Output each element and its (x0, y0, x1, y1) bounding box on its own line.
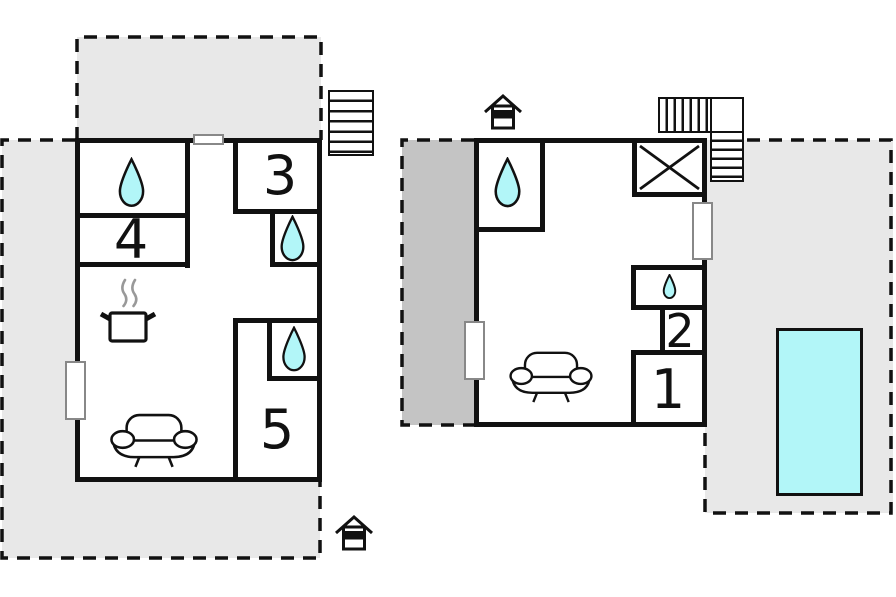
wall (631, 305, 702, 310)
wall (233, 318, 317, 323)
wall (479, 227, 545, 232)
wall (233, 143, 238, 214)
stairs-icon (658, 97, 712, 133)
window (692, 202, 713, 260)
water-drop-icon (118, 157, 145, 207)
house-orientation-icon (335, 514, 373, 551)
house-orientation-icon (484, 93, 522, 130)
wall (660, 305, 665, 355)
sofa-icon (509, 351, 593, 403)
terrace-dark-right-plan (400, 138, 477, 427)
window (464, 321, 485, 380)
wall (631, 350, 636, 422)
wall (270, 262, 317, 267)
wall (233, 209, 317, 214)
room-label-1: 1 (650, 358, 686, 421)
sofa-icon (110, 413, 198, 468)
terrace-top-left-plan (75, 35, 323, 140)
terrace-left-bottom-left-plan (0, 138, 322, 560)
wall (267, 376, 317, 381)
stove-pot-icon (99, 278, 157, 343)
wall (270, 214, 275, 267)
water-drop-icon (280, 215, 305, 262)
wall (631, 265, 636, 310)
water-drop-icon (282, 326, 306, 372)
room-label-4: 4 (113, 208, 149, 271)
left-house-outline (75, 138, 322, 482)
wall (267, 323, 272, 381)
entrance-door (193, 134, 224, 145)
shower-box-icon (639, 144, 700, 191)
room-label-2: 2 (665, 304, 695, 358)
wall (80, 262, 185, 267)
water-drop-icon (494, 157, 521, 208)
swimming-pool (776, 328, 863, 496)
stairs-icon (710, 131, 744, 182)
water-drop-icon (662, 274, 677, 299)
stairs-landing (710, 97, 744, 133)
wall (632, 143, 637, 197)
wall (80, 213, 185, 218)
room-label-5: 5 (259, 398, 295, 461)
room-label-3: 3 (262, 144, 298, 207)
wall (631, 265, 702, 270)
wall (631, 350, 702, 355)
stairs-icon (328, 90, 374, 156)
wall (233, 318, 238, 477)
wall (632, 192, 702, 197)
wall (540, 143, 545, 232)
wall (185, 138, 190, 268)
window (65, 361, 86, 420)
